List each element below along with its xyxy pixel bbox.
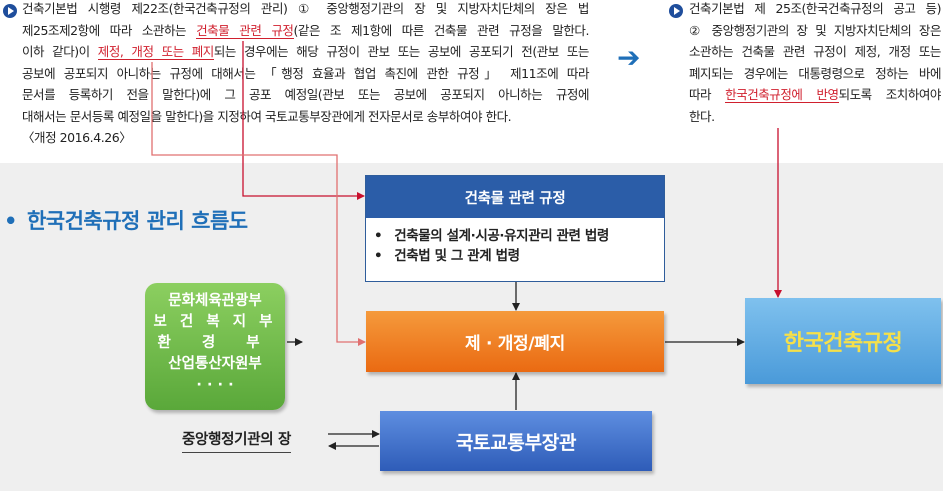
law-text-line: 폐지되는 경우에는 대통령령으로 정하는 바에 [689,63,941,85]
law-text-line: 이하 같다)이 제정, 개정 또는 폐지되는 경우에는 해당 규정이 관보 또는… [22,41,589,63]
law-text-segment: 한다. [689,108,715,124]
building-regulations-header: 건축물 관련 규정 [366,176,664,218]
enforcement-decree-article-22: 건축기본법 시행령 제22조(한국건축규정의 관리) ① 중앙행정기관의 장 및… [22,0,589,149]
section-title: • 한국건축규정 관리 흐름도 [4,205,248,235]
ministry-item: 산업통산자원부 [168,356,262,372]
law-text-segment: 공보에 공포되지 아니하는 규정에 대해서는 「행정 효율과 협업 촉진에 관한… [22,65,589,81]
law-text-segment: 되도록 조치하여야 [838,87,942,102]
ministry-item: 보 건 복 지 부 [153,314,277,330]
connector-regulation [242,41,365,200]
law-text-segment: 문서를 등록하기 전을 말한다)에 그 공포 예정일(관보 또는 공보에 공포되… [22,87,589,102]
ministry-item-ellipsis: · · · · [196,377,234,393]
law-text-line: 따라 한국건축규정에 반영되도록 조치하여야 [689,84,941,106]
building-regulations-box: 건축물 관련 규정 건축물의 설계·시공·유지관리 관련 법령 건축법 및 그 … [365,175,665,282]
law-text-line: 제25조제2항에 따라 소관하는 건축물 관련 규정(같은 조 제1항에 따른 … [22,20,589,42]
law-text-segment: 되는 경우에는 해당 규정이 관보 또는 공보에 공포되기 전(관보 또는 [213,44,590,59]
connector-process [151,62,366,346]
title-bullet: • [4,209,17,233]
highlighted-term: 한국건축규정에 반영 [725,87,839,103]
law-text-segment: 건축기본법 시행령 제22조(한국건축규정의 관리) ① 중앙행정기관의 장 및… [22,1,589,16]
law-text-line: 〈개정 2016.4.26〉 [22,127,589,149]
highlighted-term: 제정, 개정 또는 폐지 [97,44,214,60]
law-text-line: ② 중앙행정기관의 장 및 지방자치단체의 장은 [689,20,941,42]
section-title-text: 한국건축규정 관리 흐름도 [26,209,248,233]
central-agency-head-label: 중앙행정기관의 장 [182,428,291,453]
play-bullet-icon [3,4,17,18]
law-text-segment: 제25조제2항에 따라 소관하는 [22,22,197,38]
ministry-item: 문화체육관광부 [168,293,262,309]
law-text-segment: 대해서는 문서등록 예정일을 말한다)을 지정하여 국토교통부장관에게 전자문서… [22,108,512,124]
molit-minister-box: 국토교통부장관 [380,411,652,471]
law-text-line: 문서를 등록하기 전을 말한다)에 그 공포 예정일(관보 또는 공보에 공포되… [22,84,589,106]
law-text-line: 소관하는 건축물 관련 규정이 제정, 개정 또는 [689,41,941,63]
ministries-box: 문화체육관광부 보 건 복 지 부 환 경 부 산업통산자원부 · · · · [145,283,285,410]
ministry-item: 환 경 부 [157,335,273,351]
regulation-item: 건축물의 설계·시공·유지관리 관련 법령 [394,226,664,246]
law-text-segment: ② 중앙행정기관의 장 및 지방자치단체의 장은 [689,22,941,38]
legal-text-area [0,0,943,163]
law-text-line: 공보에 공포되지 아니하는 규정에 대해서는 「행정 효율과 협업 촉진에 관한… [22,63,589,85]
law-text-segment: 따라 [689,87,726,102]
highlighted-term: 건축물 관련 규정 [196,22,294,39]
law-text-segment: 〈개정 2016.4.26〉 [22,130,132,145]
law-text-segment: (같은 조 제1항에 따른 건축물 관련 규정을 말한다. [293,22,590,38]
regulation-item: 건축법 및 그 관계 법령 [394,246,664,266]
law-text-segment: 건축기본법 제 25조(한국건축규정의 공고 등) [689,1,941,16]
play-bullet-icon [669,4,683,18]
law-text-line: 한다. [689,106,941,128]
korea-building-code-box: 한국건축규정 [745,298,941,384]
law-text-line: 건축기본법 제 25조(한국건축규정의 공고 등) [689,0,941,20]
law-text-line: 대해서는 문서등록 예정일을 말한다)을 지정하여 국토교통부장관에게 전자문서… [22,106,589,128]
law-text-line: 건축기본법 시행령 제22조(한국건축규정의 관리) ① 중앙행정기관의 장 및… [22,0,589,20]
right-arrow-icon: ➔ [617,41,641,74]
law-text-segment: 이하 같다)이 [22,44,98,59]
building-regulations-list: 건축물의 설계·시공·유지관리 관련 법령 건축법 및 그 관계 법령 [366,226,664,266]
enact-amend-repeal-box: 제 · 개정/폐지 [366,311,664,372]
law-text-segment: 소관하는 건축물 관련 규정이 제정, 개정 또는 [689,44,941,59]
framework-act-article-25: 건축기본법 제 25조(한국건축규정의 공고 등) ② 중앙행정기관의 장 및 지… [689,0,941,127]
law-text-segment: 폐지되는 경우에는 대통령령으로 정하는 바에 [689,65,941,81]
